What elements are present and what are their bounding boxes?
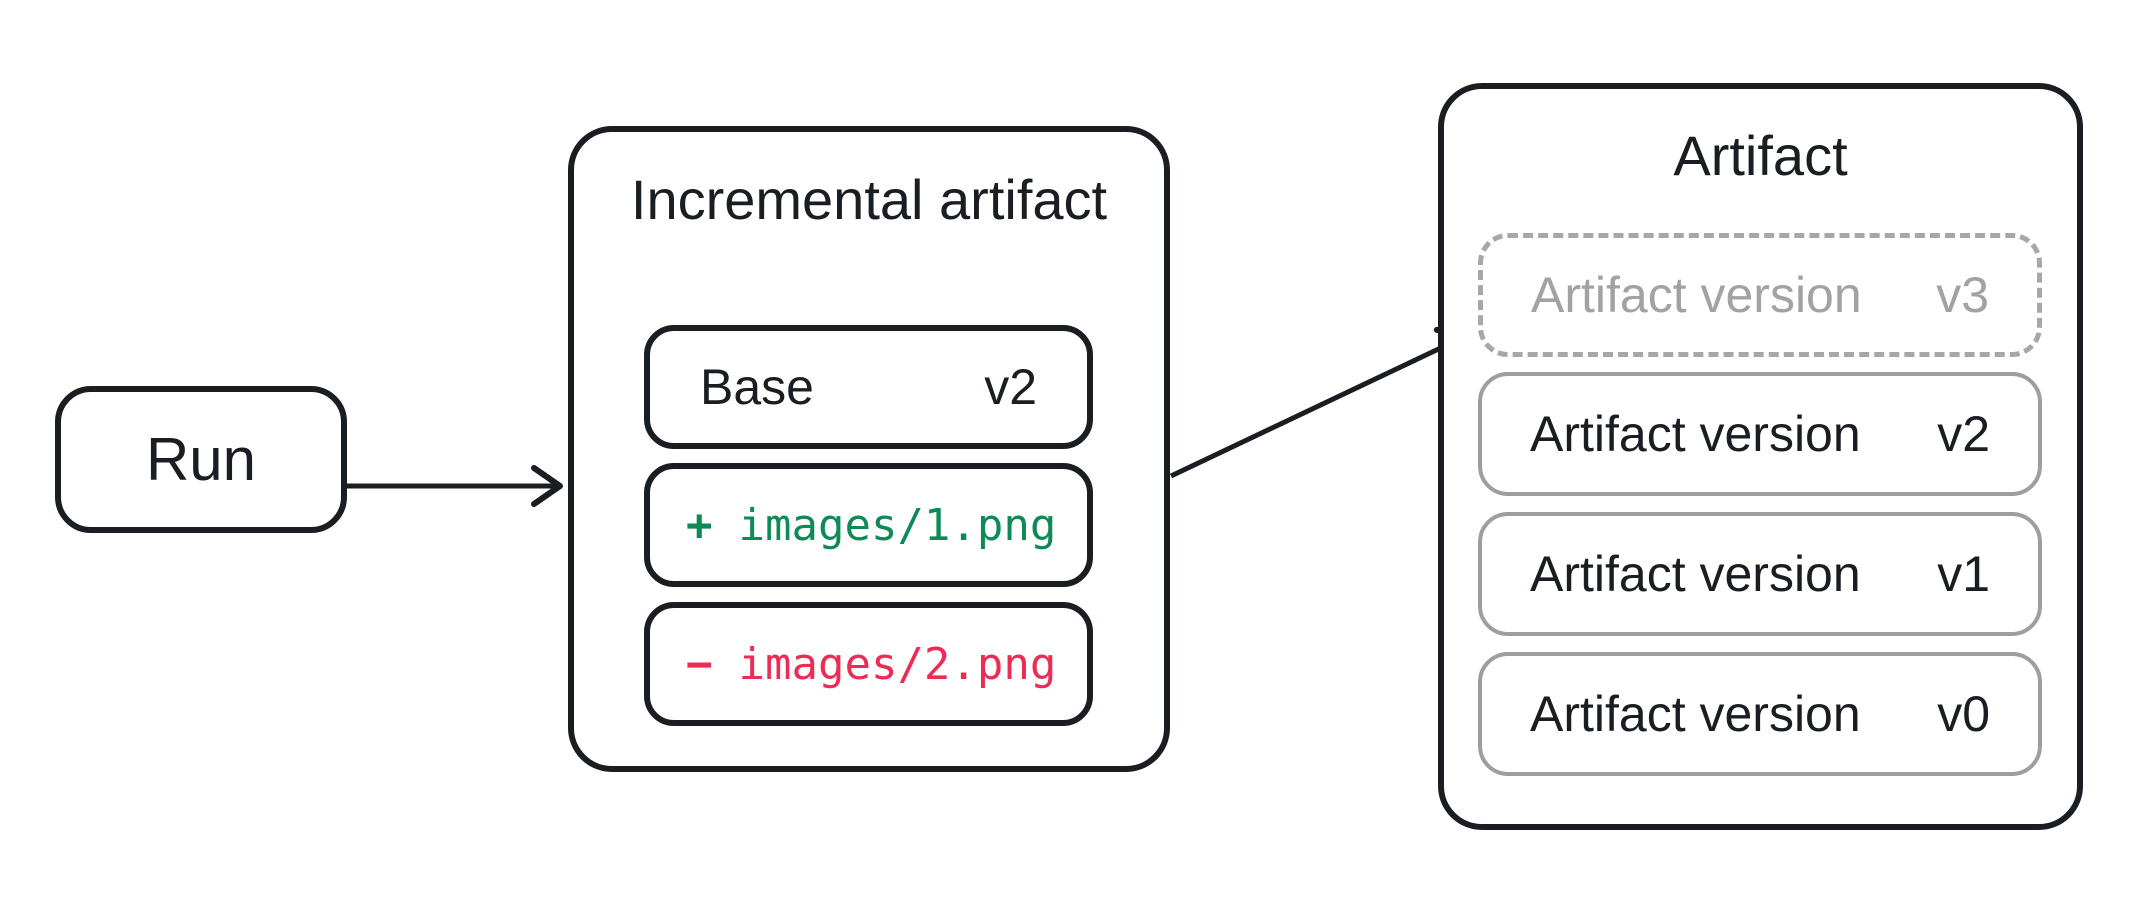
artifact-version-row: Artifact version v1 [1478,512,2042,636]
base-version-badge: v2 [984,359,1037,415]
artifact-version-row: Artifact version v2 [1478,372,2042,496]
artifact-version-row-pending: Artifact version v3 [1478,233,2042,357]
artifact-version-badge: v3 [1936,267,1989,323]
minus-icon: − [686,638,713,690]
removed-file-path: images/2.png [738,638,1057,690]
incremental-to-artifact-arrow [1169,326,1471,479]
artifact-version-row: Artifact version v0 [1478,652,2042,776]
artifact-title: Artifact [1673,124,1848,187]
plus-icon: + [686,499,713,551]
added-file-row: + images/1.png [644,463,1093,587]
artifact-version-badge: v0 [1937,686,1990,742]
artifact-version-label: Artifact version [1530,546,1861,602]
artifact-version-label: Artifact version [1530,406,1861,462]
base-version-row: Base v2 [644,325,1093,449]
base-label: Base [700,359,814,415]
run-label: Run [145,426,257,493]
artifact-version-badge: v2 [1937,406,1990,462]
artifact-version-label: Artifact version [1530,686,1861,742]
removed-file-row: − images/2.png [644,602,1093,726]
artifact-version-label: Artifact version [1531,267,1862,323]
added-file-path: images/1.png [738,499,1057,551]
artifact-version-badge: v1 [1937,546,1990,602]
run-node: Run [55,386,347,533]
incremental-artifact-title: Incremental artifact [630,168,1108,231]
